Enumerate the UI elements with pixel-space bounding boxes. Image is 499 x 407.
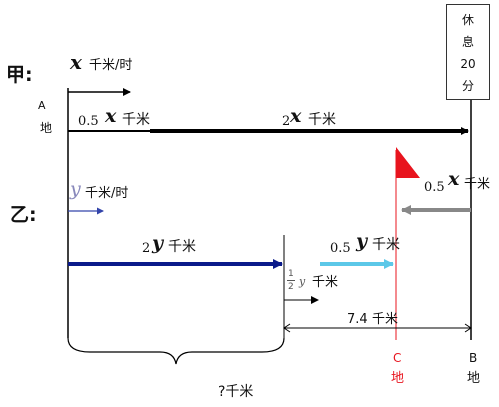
- rest-minutes-num: 20: [460, 57, 476, 71]
- place-c-letter: C: [393, 351, 402, 365]
- yi-var-05y: y: [356, 230, 368, 252]
- jia-label: 甲:: [6, 64, 33, 86]
- dist-74-unit: 千米: [372, 312, 399, 327]
- jia-unit-05x: 千米: [122, 112, 150, 128]
- rest-char-1: 休: [461, 13, 474, 27]
- rest-box: 休 息 20 分: [446, 4, 490, 100]
- total-question: ?千米: [218, 384, 254, 400]
- dist-74-num: 7.4: [347, 312, 368, 327]
- rest-char-2: 息: [461, 35, 474, 49]
- jia-var-05x: x: [105, 105, 117, 127]
- place-b-letter: B: [469, 351, 478, 365]
- yi-unit-05y: 千米: [372, 237, 400, 253]
- jia-unit-2x: 千米: [308, 112, 336, 128]
- yi-unit-2y: 千米: [168, 239, 196, 255]
- place-c-di: 地: [391, 371, 405, 386]
- yi-coef-05: 0.5: [330, 241, 351, 256]
- yi-half-var: y: [299, 275, 306, 288]
- c-flag: [396, 147, 420, 178]
- frac-bar: [287, 280, 295, 281]
- jia-return-unit: 千米: [464, 177, 491, 192]
- jia-speed-var: x: [70, 50, 82, 74]
- jia-coef-05: 0.5: [78, 114, 99, 129]
- yi-label: 乙:: [10, 204, 37, 226]
- jia-coef-2: 2: [282, 114, 291, 129]
- place-a-letter: A: [38, 99, 46, 112]
- place-b-di: 地: [467, 371, 481, 386]
- rest-char-4: 分: [461, 79, 474, 93]
- frac-numerator: 1: [288, 269, 294, 279]
- place-a-di: 地: [40, 121, 53, 135]
- jia-speed-unit: 千米/时: [89, 58, 133, 73]
- yi-coef-2: 2: [142, 241, 151, 256]
- jia-return-var: x: [448, 168, 460, 190]
- yi-speed-var: y: [70, 178, 81, 200]
- jia-var-2x: x: [290, 105, 302, 127]
- yi-half-unit: 千米: [312, 275, 339, 290]
- yi-var-2y: y: [152, 232, 164, 254]
- total-brace: [67, 337, 285, 365]
- yi-speed-unit: 千米/时: [85, 186, 129, 201]
- frac-denominator: 2: [288, 282, 294, 292]
- jia-return-coef: 0.5: [424, 180, 445, 195]
